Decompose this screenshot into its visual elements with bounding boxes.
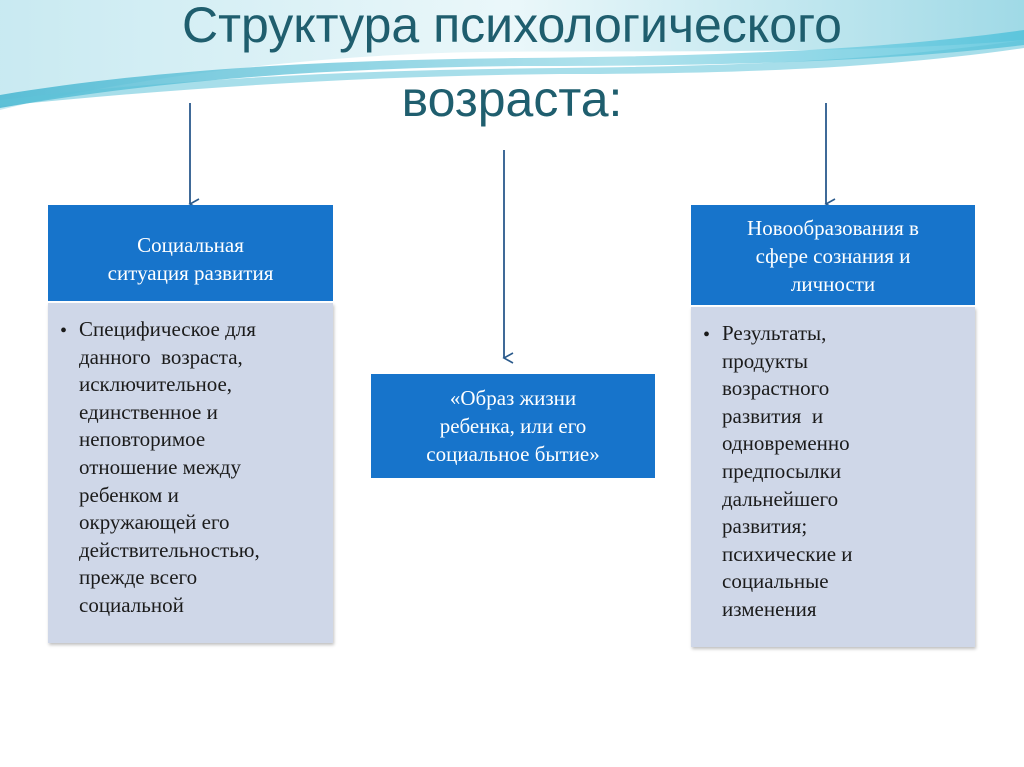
left-body-line: единственное и: [79, 399, 218, 424]
left-body-line: прежде всего: [79, 565, 198, 590]
right-body-line: дальнейшего: [722, 486, 839, 511]
right-body-line: изменения: [722, 596, 817, 621]
social-situation-header-box: Социальная ситуация развития: [48, 205, 333, 301]
center-line-2: ребенка, или его: [439, 414, 587, 438]
neoformations-header-box: Новообразования в сфере сознания и лично…: [691, 205, 975, 305]
right-body-line: предпосылки: [722, 458, 842, 483]
right-body-line: возрастного: [722, 376, 830, 401]
left-body-line: отношение между: [79, 454, 241, 479]
left-body-line: действительностью,: [79, 537, 260, 562]
title-line-2: возраста:: [401, 71, 623, 127]
right-body-line: продукты: [722, 348, 809, 373]
right-body-line: развития;: [722, 514, 808, 539]
neoformations-description-panel: • Результаты, продукты возрастного разви…: [691, 307, 975, 647]
right-body-line: психические и: [722, 541, 853, 566]
left-body-line: неповторимое: [79, 427, 206, 452]
center-line-3: социальное бытие»: [426, 442, 600, 466]
slide-title: Структура психологического возраста:: [0, 0, 1024, 136]
center-line-1: «Образ жизни: [449, 386, 577, 410]
way-of-life-box: «Образ жизни ребенка, или его социальное…: [371, 374, 655, 478]
right-header-line-3: личности: [790, 272, 876, 296]
bullet-marker: •: [703, 324, 711, 346]
left-body-line: окружающей его: [79, 510, 230, 535]
right-body-line: одновременно: [722, 431, 850, 456]
right-body-line: развития и: [722, 403, 824, 428]
bullet-marker: •: [60, 320, 68, 342]
left-body-line: исключительное,: [79, 372, 233, 397]
social-situation-description-panel: • Специфическое для данного возраста, ис…: [48, 303, 333, 643]
right-body-line: Результаты,: [722, 321, 827, 345]
right-header-line-2: сфере сознания и: [755, 244, 911, 268]
left-body-line: Специфическое для: [79, 317, 256, 341]
left-header-line-1: Социальная: [137, 233, 244, 257]
left-header-line-2: ситуация развития: [107, 261, 274, 285]
left-body-line: ребенком и: [79, 482, 179, 507]
decorative-wave-background: [0, 0, 1024, 110]
left-body-line: данного возраста,: [79, 344, 243, 369]
right-header-line-1: Новообразования в: [747, 216, 919, 240]
title-line-1: Структура психологического: [181, 0, 842, 53]
right-body-line: социальные: [722, 569, 829, 594]
left-body-line: социальной: [79, 592, 184, 617]
